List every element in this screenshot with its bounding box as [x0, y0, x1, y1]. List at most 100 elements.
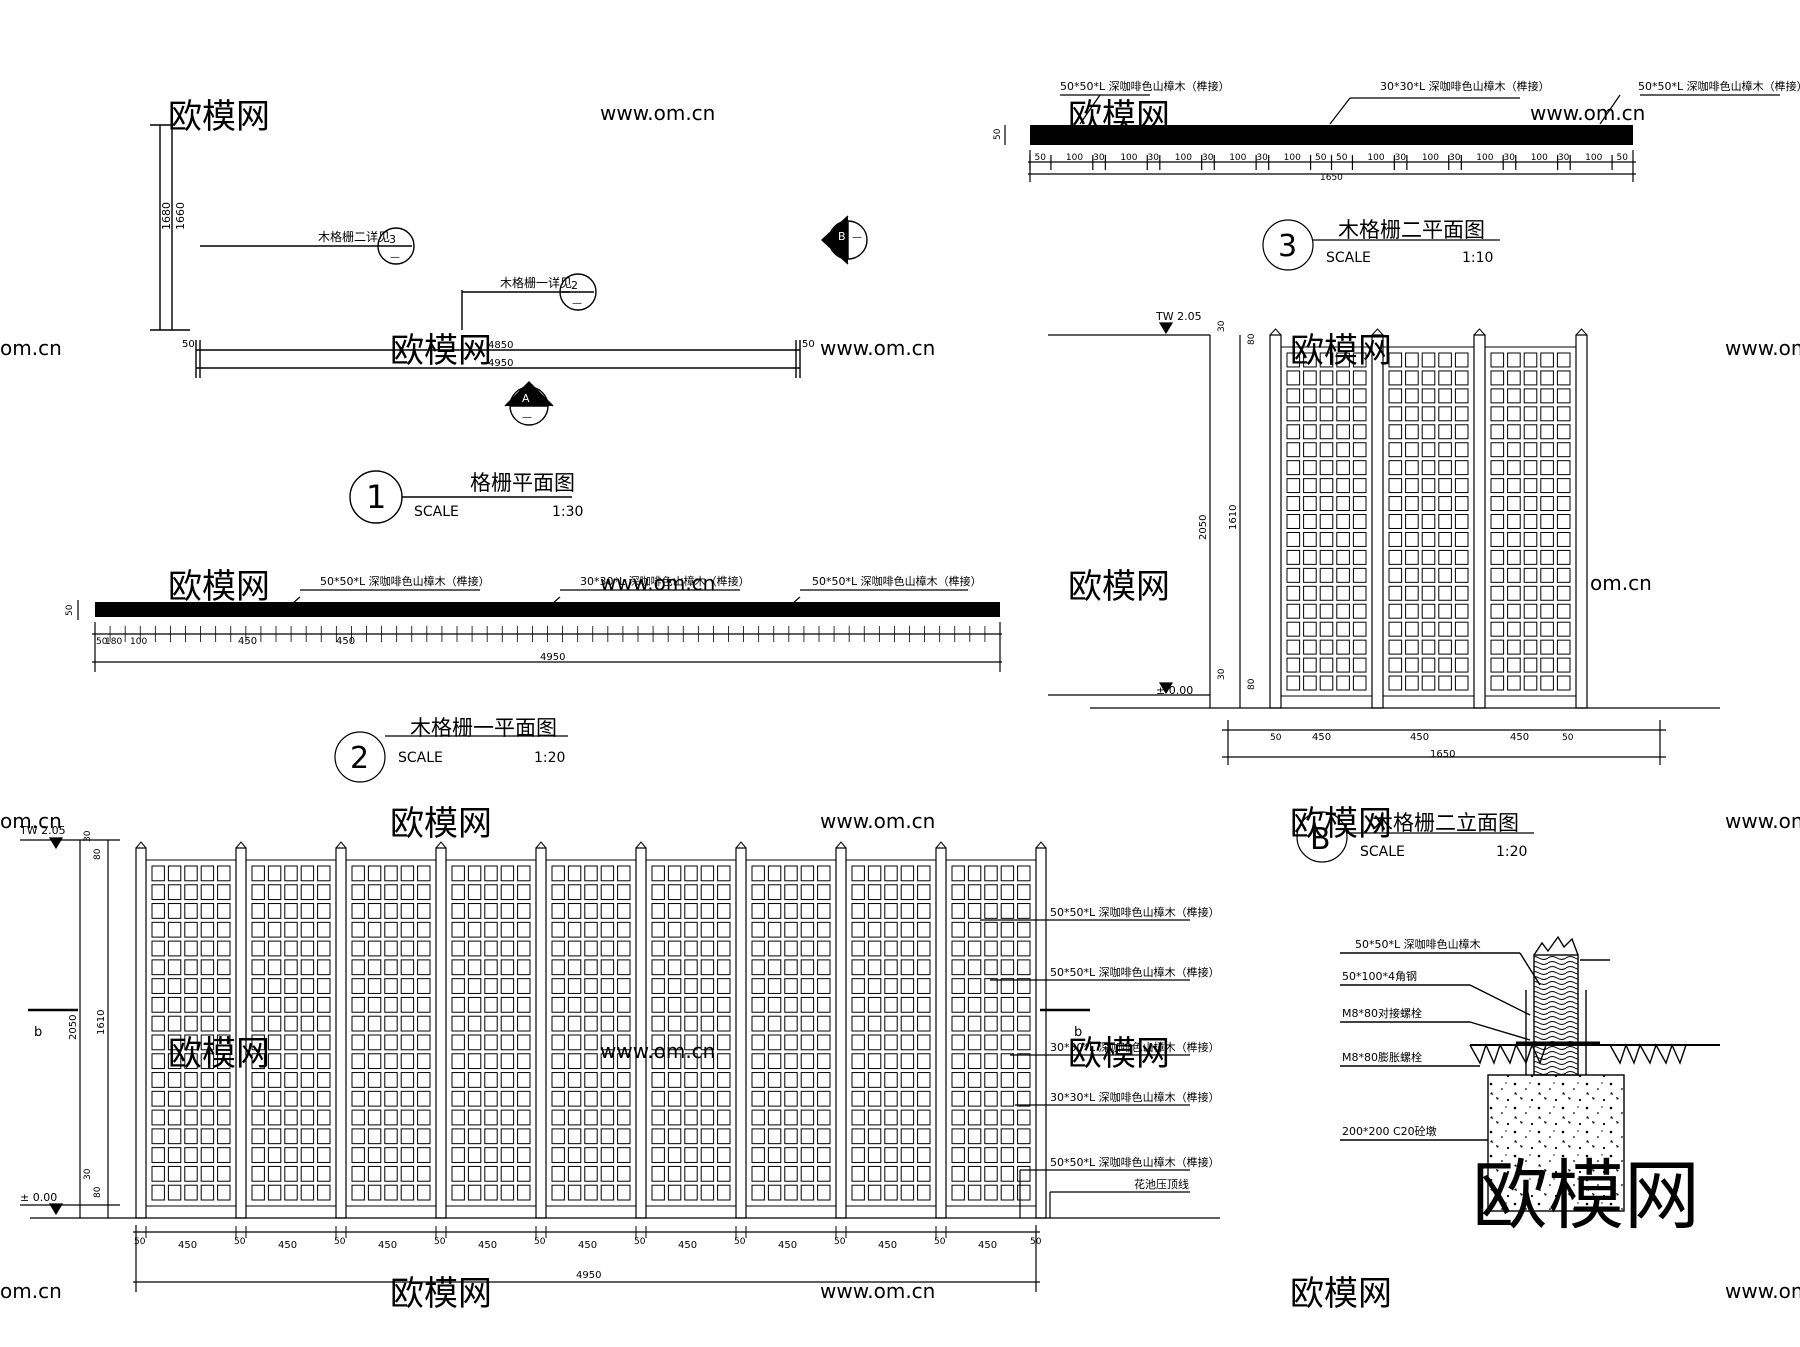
lattice-cell: [600, 1109, 615, 1126]
lattice-cell: [1523, 370, 1538, 386]
lattice-cell: [1454, 424, 1469, 440]
detail-label-0: 50*50*L 深咖啡色山樟木: [1355, 937, 1481, 951]
lattice-cell: [867, 940, 882, 957]
lattice-cell: [317, 959, 331, 976]
lattice-cell: [200, 1165, 215, 1182]
lattice-cell: [867, 1165, 882, 1182]
lattice-cell: [1438, 585, 1452, 601]
lattice-cell: [784, 884, 798, 901]
lattice-cell: [151, 1109, 165, 1126]
lattice-cell: [484, 903, 498, 919]
lattice-cell: [200, 996, 215, 1013]
elevation-b-letter: B: [1310, 822, 1331, 857]
post-cap: [735, 841, 747, 849]
drawing-1-text: 1680 1660 木格栅二详见 3 — 木格栅一详见 2 — B — A — …: [160, 202, 862, 520]
lattice-cell: [917, 1184, 931, 1201]
lattice-cell: [300, 940, 315, 957]
lattice-cell: [984, 996, 998, 1013]
lattice-cell: [400, 1128, 415, 1145]
lattice-cell: [284, 1072, 298, 1088]
lattice-cell: [1286, 370, 1301, 386]
lattice-cell: [284, 1034, 298, 1051]
lattice-cell: [867, 1034, 882, 1051]
lattice-cell: [767, 884, 782, 901]
lattice-cell: [617, 1165, 631, 1182]
lattice-cell: [417, 1072, 431, 1088]
lattice-cell: [217, 1015, 231, 1032]
lattice-cell: [484, 1090, 498, 1107]
lattice-cell: [600, 1034, 615, 1051]
lattice-cell: [417, 1015, 431, 1032]
lattice-cell: [684, 1128, 698, 1145]
lattice-cell: [267, 1165, 282, 1182]
lattice-cell: [467, 1072, 482, 1088]
lattice-cell: [367, 865, 382, 882]
lattice-cell: [1540, 370, 1554, 386]
lattice-cell: [167, 1015, 182, 1032]
lattice-cell: [817, 959, 831, 976]
lattice-cell: [451, 1165, 465, 1182]
lattice-cell: [467, 865, 482, 882]
grille-post: [1473, 334, 1486, 709]
lattice-cell: [1540, 460, 1554, 476]
lattice-cell: [1556, 496, 1571, 512]
lattice-cell: [767, 1165, 782, 1182]
lattice-cell: [584, 978, 598, 994]
lattice-cell: [551, 959, 565, 976]
lattice-cell: [951, 1053, 965, 1070]
lattice-cell: [467, 1090, 482, 1107]
lattice-cell: [184, 959, 198, 976]
lattice-cell: [1336, 621, 1350, 637]
lattice-cell: [251, 940, 265, 957]
lattice-cell: [1000, 884, 1015, 901]
lattice-cell: [500, 1184, 515, 1201]
lattice-cell: [967, 1128, 982, 1145]
lattice-cell: [517, 1184, 531, 1201]
lattice-cell: [251, 1034, 265, 1051]
lattice-cell: [1490, 460, 1505, 476]
lattice-cell: [284, 1015, 298, 1032]
lattice-cell: [751, 1090, 765, 1107]
lattice-cell: [467, 959, 482, 976]
lattice-cell: [917, 1090, 931, 1107]
lattice-cell: [967, 1072, 982, 1088]
lattice-cell: [1405, 603, 1419, 619]
lattice-cell: [417, 1034, 431, 1051]
lattice-cell: [184, 1128, 198, 1145]
lattice-cell: [1303, 531, 1317, 547]
lattice-cell: [667, 978, 682, 994]
lattice-cell: [417, 1109, 431, 1126]
lattice-cell: [267, 1184, 282, 1201]
lattice-cell: [1540, 675, 1554, 691]
lattice-cell: [900, 903, 915, 919]
lattice-cell: [1000, 1109, 1015, 1126]
lattice-cell: [1556, 352, 1571, 368]
lattice-cell: [1540, 442, 1554, 458]
lattice-cell: [300, 978, 315, 994]
lattice-cell: [300, 865, 315, 882]
lattice-cell: [584, 1165, 598, 1182]
lattice-cell: [351, 940, 365, 957]
lattice-cell: [351, 1184, 365, 1201]
lattice-cell: [1507, 621, 1521, 637]
lattice-cell: [500, 921, 515, 938]
label-a-5: 花池压顶线: [1134, 1177, 1189, 1191]
lattice-cell: [600, 1090, 615, 1107]
lattice-cell: [1303, 549, 1317, 565]
lattice-cell: [951, 1090, 965, 1107]
drawing-3-scale: 1:10: [1462, 250, 1493, 266]
lattice-cell: [451, 978, 465, 994]
lattice-cell: [1388, 603, 1403, 619]
lattice-cell: [467, 1015, 482, 1032]
lattice-cell: [851, 978, 865, 994]
lattice-cell: [151, 1184, 165, 1201]
lattice-cell: [400, 884, 415, 901]
lattice-cell: [284, 959, 298, 976]
lattice-cell: [317, 996, 331, 1013]
lattice-cell: [1523, 585, 1538, 601]
lattice-cell: [317, 940, 331, 957]
lattice-cell: [484, 1147, 498, 1163]
dim-50: 50: [134, 1237, 146, 1247]
level-top-tw205: TW 2.05: [19, 824, 66, 837]
post-cap: [1269, 328, 1282, 336]
